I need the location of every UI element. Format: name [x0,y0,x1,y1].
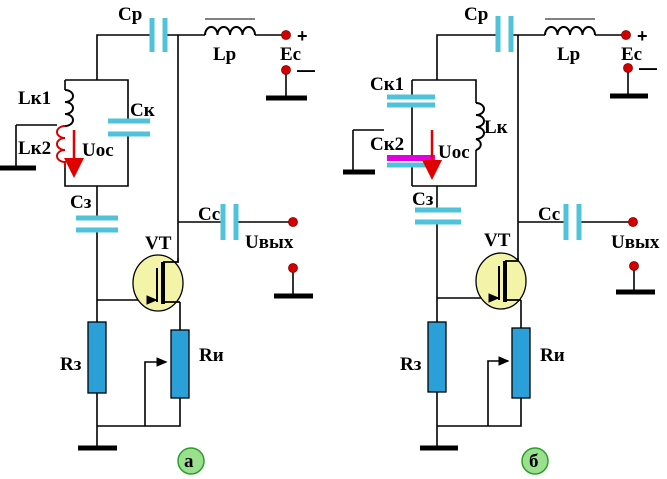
label-lk: Lк [484,117,508,138]
capacitor-ck2 [387,155,435,168]
caption-badge [521,447,549,475]
terminal-ec-plus [281,30,291,40]
caption-badge [177,447,205,475]
transistor-vt [475,252,527,310]
label-ck2: Cк2 [370,134,404,155]
label-rz: Rз [400,354,422,375]
terminal-out-signal [288,217,298,227]
label-lp: Lр [557,44,580,65]
label-lp: Lр [213,44,236,65]
capacitor-ck1 [387,94,435,108]
terminal-out-ground [288,263,298,273]
terminal-out-signal [628,217,638,227]
label-cz: Cз [412,189,434,210]
label-ck: Cк [130,100,155,121]
circuit-a: Cр Lр + Eс — Lк1 Lк2 Uос Cк [0,4,315,475]
terminal-ec-minus [281,65,291,75]
transistor-vt [132,254,184,312]
label-uoc: Uос [82,140,114,161]
circuit-b: Cр Lр + Eс — Cк1 Cк2 Uос [343,4,660,475]
capacitor-cc [220,204,239,240]
caption-a: а [184,451,194,472]
label-ec: Eс [621,44,642,65]
resistor-ri [511,327,531,399]
circuit-b-wiring [352,34,635,448]
label-ec: Eс [280,44,301,65]
capacitor-cc [563,204,582,240]
sign-minus: — [297,60,315,80]
resistor-rz [87,321,107,394]
caption-b: б [529,451,539,472]
terminal-out-ground [629,261,639,271]
capacitor-ck [108,118,150,137]
label-cp: Cр [118,4,142,25]
inductor-lk2 [56,125,66,168]
label-rz: Rз [60,354,82,375]
resistor-rz [427,321,447,393]
sign-plus: + [637,26,648,46]
label-uout: Uвых [611,232,660,253]
terminal-ec-plus [621,30,631,40]
inductor-lk1 [64,89,74,127]
circuit-a-wiring [15,34,294,448]
capacitor-cz [415,207,461,225]
label-lk1: Lк1 [18,88,51,109]
sign-plus: + [297,26,308,46]
label-ri: Rи [540,345,565,366]
label-lk2: Lк2 [18,138,51,159]
inductor-lk [475,102,485,151]
label-vt: VT [484,230,511,251]
label-ck1: Cк1 [370,74,404,95]
resistor-ri [170,329,190,399]
inductor-lp [204,18,256,36]
capacitor-cp [149,18,168,52]
label-ri: Rи [199,345,224,366]
label-cc: Cс [198,204,220,225]
label-cc: Cс [538,204,560,225]
label-uout: Uвых [245,232,294,253]
label-cz: Cз [70,192,92,213]
inductor-lp [544,18,596,36]
label-vt: VT [145,233,172,254]
capacitor-cp [495,16,514,52]
label-uoc: Uос [438,142,470,163]
label-cp: Cр [464,4,488,25]
capacitor-cz [76,215,118,233]
sign-minus: — [639,58,657,78]
terminal-ec-minus [623,63,633,73]
